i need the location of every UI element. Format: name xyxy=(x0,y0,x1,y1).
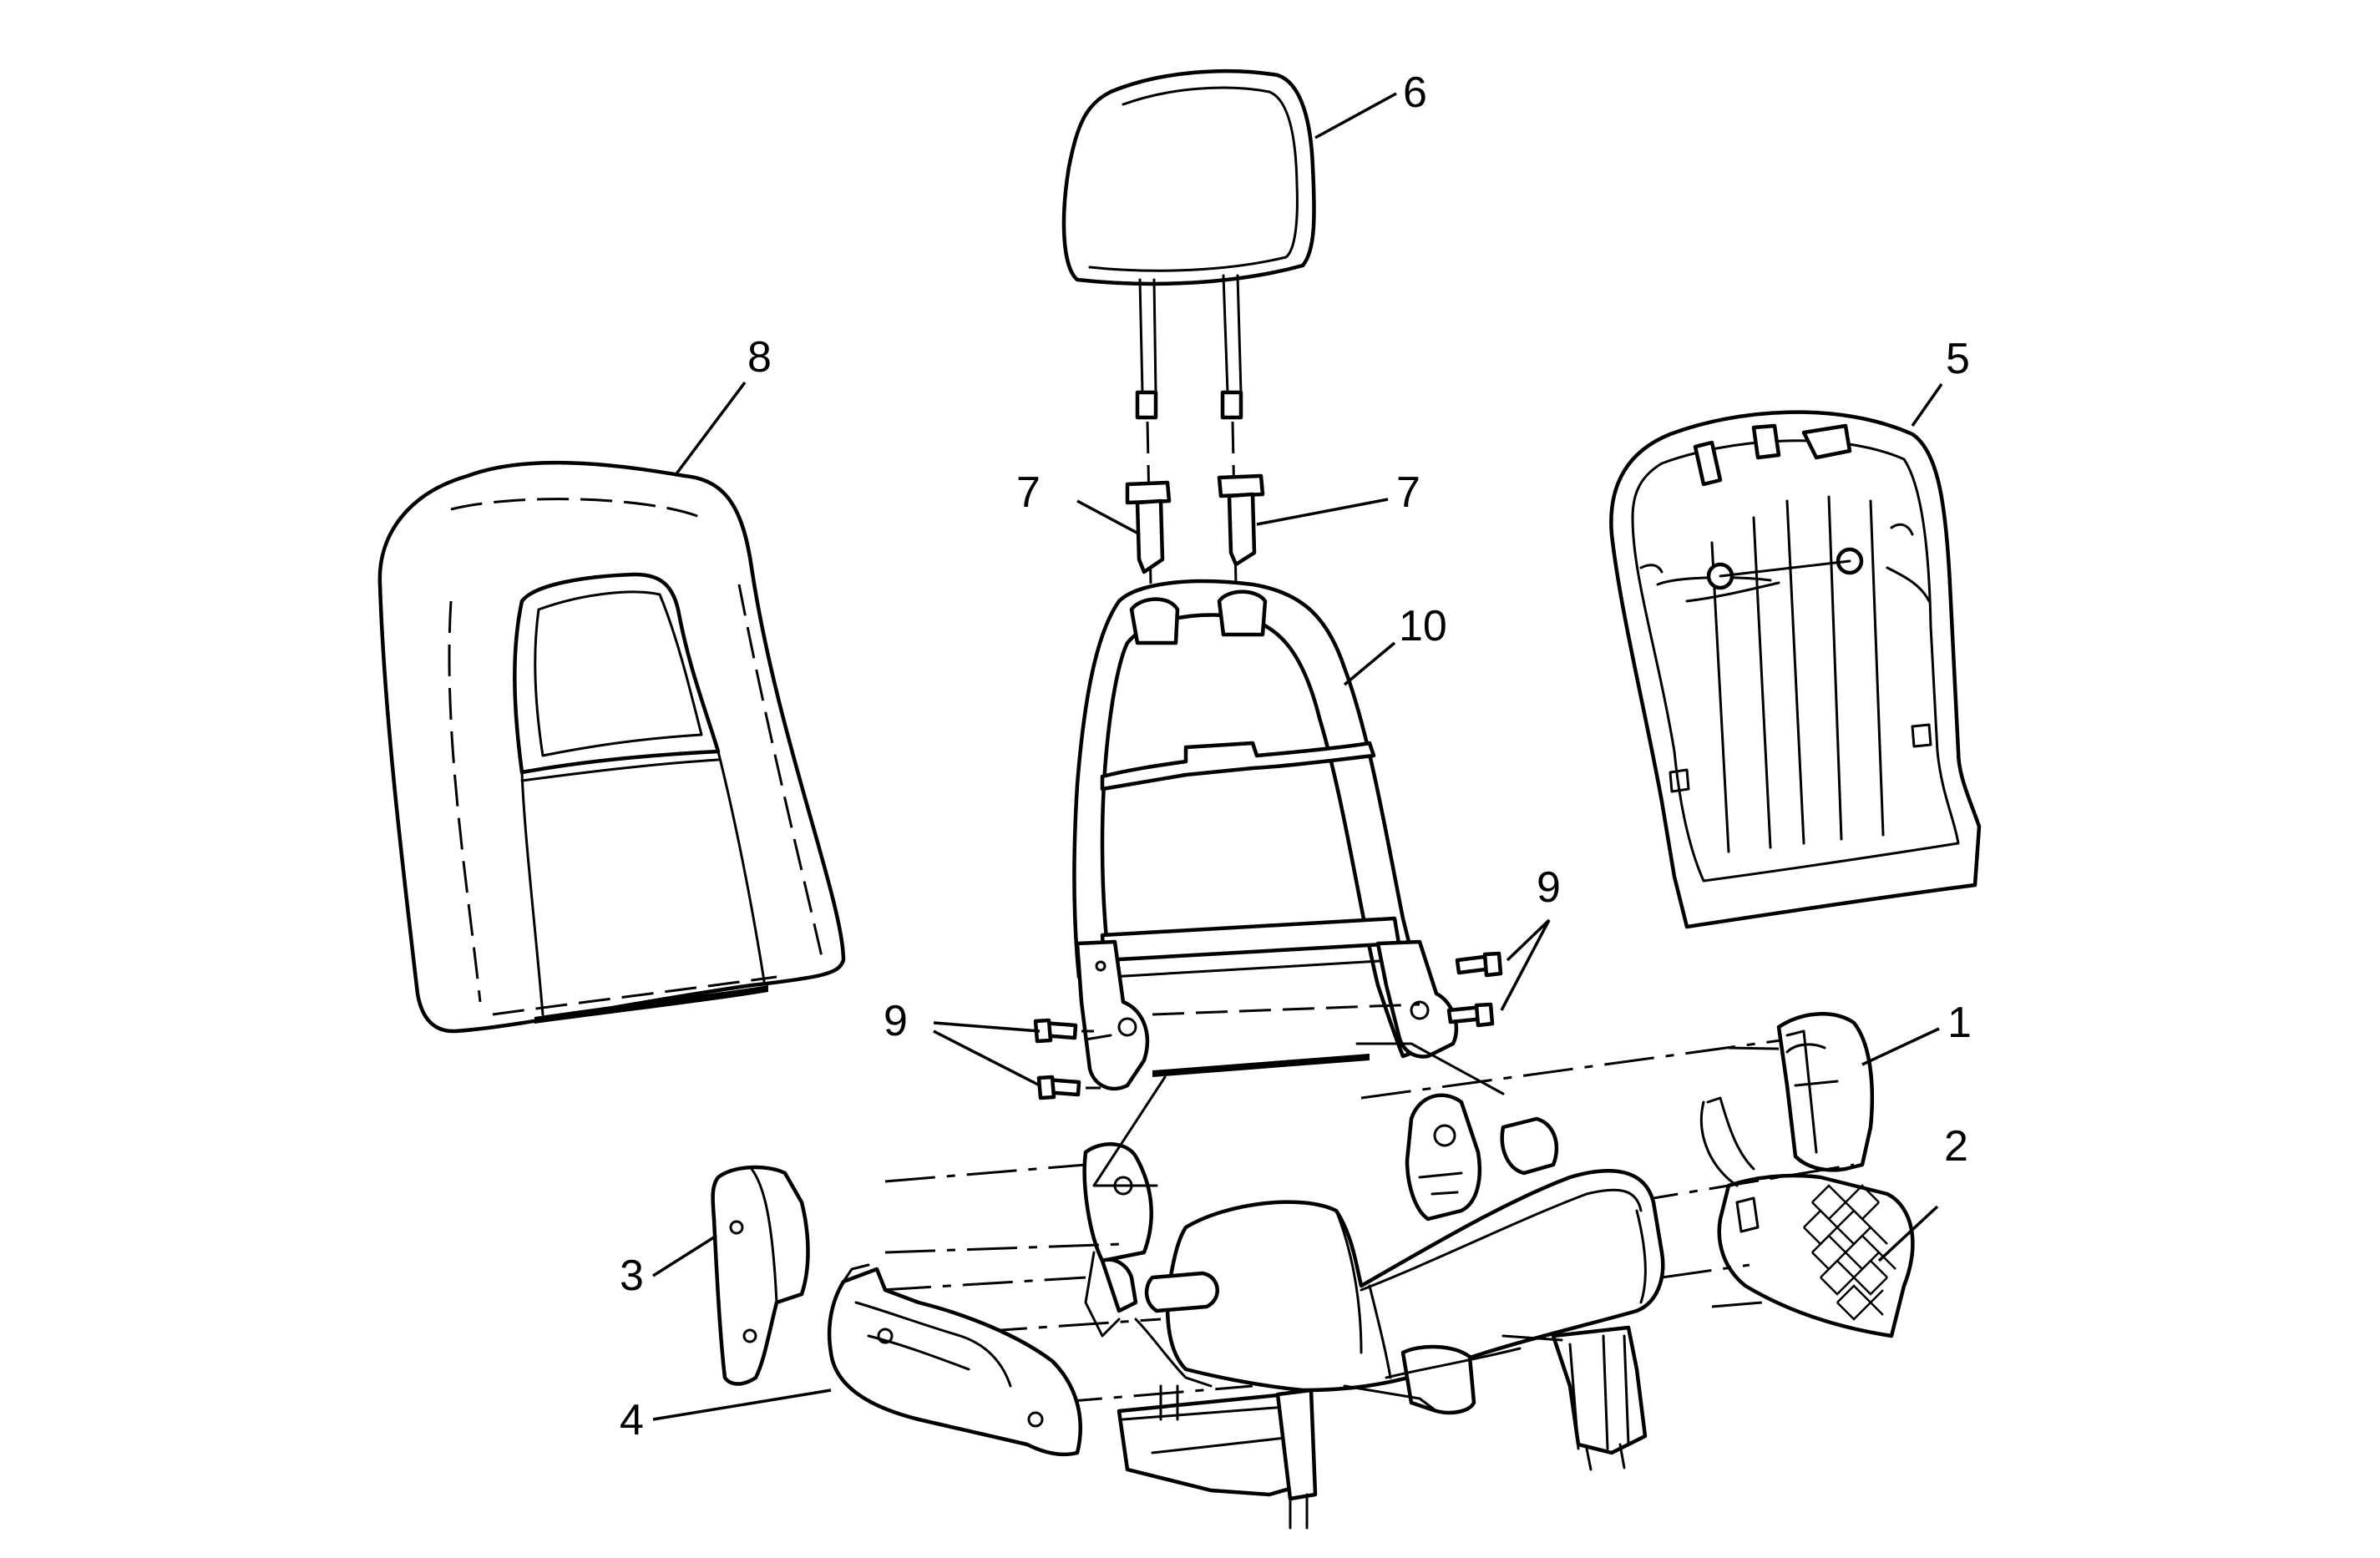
bolt-part-9-upper-left xyxy=(1033,1018,1078,1044)
callout-5: 5 xyxy=(1946,335,1970,383)
callout-7-left: 7 xyxy=(1016,468,1041,517)
bolt-part-9-upper-right xyxy=(1455,951,1503,978)
lower-trim-part-2 xyxy=(1699,1096,1915,1338)
outer-trim-part-1 xyxy=(1776,1012,1875,1172)
callout-labels: 1 2 3 4 5 6 7 7 8 9 9 10 xyxy=(620,68,1972,1444)
callout-4: 4 xyxy=(620,1396,644,1444)
callout-2: 2 xyxy=(1944,1122,1968,1171)
headrest-guide-part-7-right xyxy=(1217,473,1265,567)
callout-6: 6 xyxy=(1403,68,1427,117)
seatback-cushion-part-8 xyxy=(377,460,846,1034)
callout-10: 10 xyxy=(1399,602,1447,650)
callout-9-right: 9 xyxy=(1537,863,1561,912)
bolt-part-9-lower-left xyxy=(1036,1075,1081,1100)
seatback-panel-part-5 xyxy=(1609,410,1982,929)
callout-8: 8 xyxy=(747,333,772,382)
bolt-part-9-lower-right xyxy=(1446,1002,1495,1028)
lower-trim-part-4 xyxy=(827,1263,1082,1457)
headrest-part-6 xyxy=(1061,68,1316,585)
callout-7-right: 7 xyxy=(1396,468,1420,517)
callout-1: 1 xyxy=(1947,999,1972,1047)
seat-cushion-assembly xyxy=(1082,1093,1665,1530)
callout-3: 3 xyxy=(620,1252,644,1300)
outer-trim-part-3 xyxy=(711,1165,810,1386)
callout-9-left: 9 xyxy=(884,997,908,1045)
headrest-guide-part-7-left xyxy=(1125,480,1172,574)
leader-lines xyxy=(652,92,1943,1421)
seatback-frame-part-10 xyxy=(1072,579,1459,1091)
